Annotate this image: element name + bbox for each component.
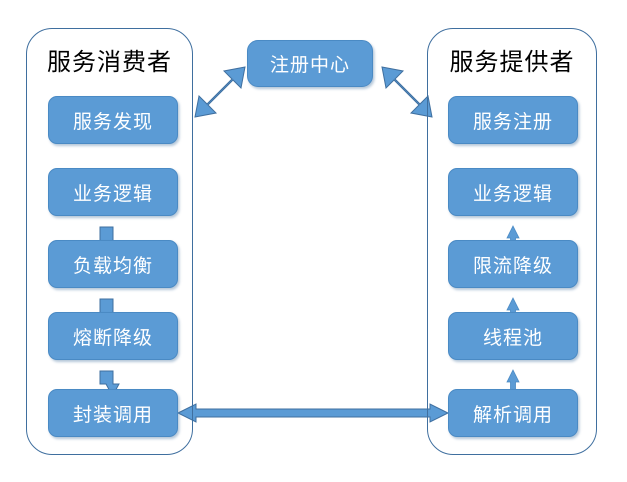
node-thread-pool[interactable]: 线程池 <box>448 312 578 360</box>
node-circuit-breaker[interactable]: 熔断降级 <box>48 312 178 360</box>
arrow-invoke-parse-bidirectional <box>176 403 450 423</box>
node-service-discovery[interactable]: 服务发现 <box>48 96 178 144</box>
node-load-balancing[interactable]: 负载均衡 <box>48 240 178 288</box>
provider-panel-title: 服务提供者 <box>449 48 575 76</box>
node-provider-business-logic[interactable]: 业务逻辑 <box>448 168 578 216</box>
node-registry-center[interactable]: 注册中心 <box>247 40 373 87</box>
consumer-panel-title: 服务消费者 <box>47 48 172 76</box>
arrow-registry-provider-bidirectional <box>381 66 433 118</box>
node-encapsulated-invoke[interactable]: 封装调用 <box>48 389 178 437</box>
node-consumer-business-logic[interactable]: 业务逻辑 <box>48 168 178 216</box>
arrow-consumer-registry-bidirectional <box>194 66 246 118</box>
node-service-registration[interactable]: 服务注册 <box>448 96 578 144</box>
node-rate-limit-degrade[interactable]: 限流降级 <box>448 240 578 288</box>
node-parse-invoke[interactable]: 解析调用 <box>448 389 578 437</box>
provider-panel: 服务提供者 <box>427 28 597 455</box>
consumer-panel: 服务消费者 <box>26 28 193 455</box>
